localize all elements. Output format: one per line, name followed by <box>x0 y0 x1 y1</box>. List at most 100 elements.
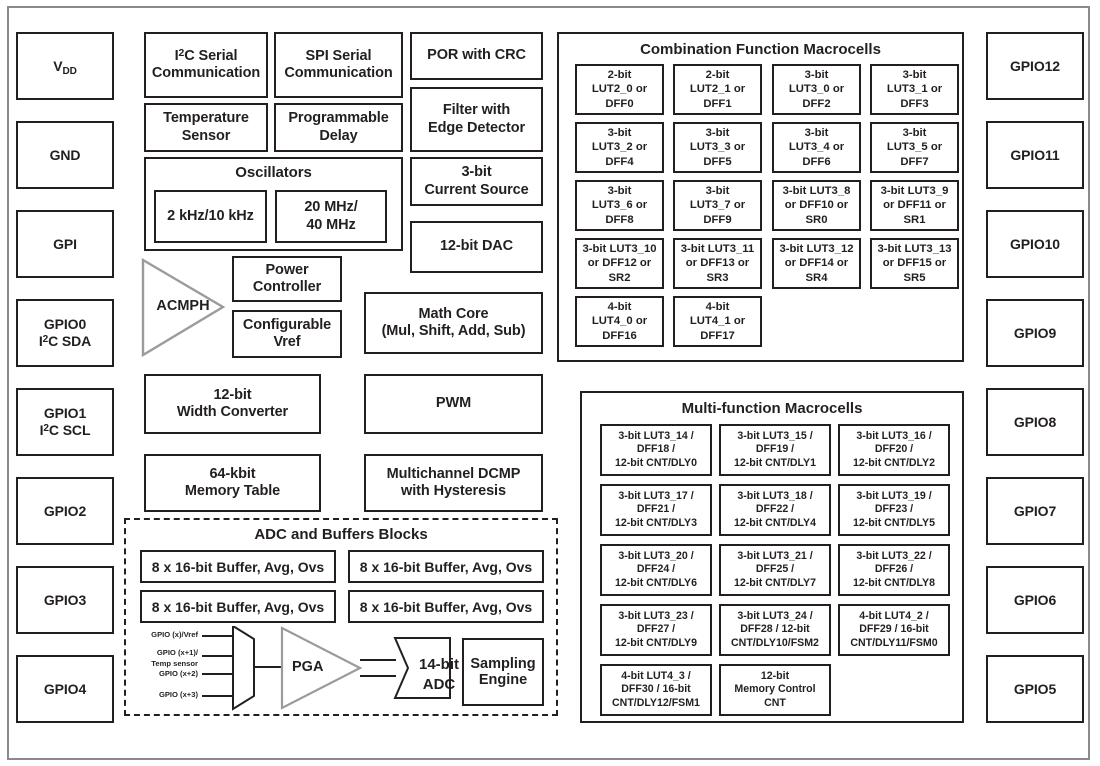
adc-label: 14-bit ADC <box>410 655 468 696</box>
macrocell-lut3-23[interactable]: 3-bit LUT3_23 /DFF27 /12-bit CNT/DLY9 <box>600 604 712 656</box>
pin-gpio2[interactable]: GPIO2 <box>16 477 114 545</box>
buffer-block-1-label: 8 x 16-bit Buffer, Avg, Ovs <box>151 558 325 575</box>
block-12bit-dac[interactable]: 12-bit DAC <box>410 221 543 273</box>
block-multichannel-dcmp[interactable]: Multichannel DCMP with Hysteresis <box>364 454 543 512</box>
macrocell-lut3-19[interactable]: 3-bit LUT3_19 /DFF23 /12-bit CNT/DLY5 <box>838 484 950 536</box>
power-controller-line2: Controller <box>252 279 322 295</box>
block-programmable-delay[interactable]: Programmable Delay <box>274 103 403 152</box>
block-i2c-serial-communication[interactable]: I2C Serial Communication <box>144 32 268 98</box>
pin-gpio4[interactable]: GPIO4 <box>16 655 114 723</box>
group-adc-and-buffers-blocks: ADC and Buffers Blocks 8 x 16-bit Buffer… <box>124 518 558 716</box>
analog-frontend-schematic <box>202 626 451 711</box>
sampling-engine-line2: Engine <box>478 672 528 688</box>
pin-gpio9[interactable]: GPIO9 <box>986 299 1084 367</box>
macrocell-lut3-16[interactable]: 3-bit LUT3_16 /DFF20 /12-bit CNT/DLY2 <box>838 424 950 476</box>
pin-gpio11[interactable]: GPIO11 <box>986 121 1084 189</box>
pin-gpio10[interactable]: GPIO10 <box>986 210 1084 278</box>
buffer-block-1[interactable]: 8 x 16-bit Buffer, Avg, Ovs <box>140 550 336 583</box>
pin-gnd[interactable]: GND <box>16 121 114 189</box>
macrocell-lut3-14[interactable]: 3-bit LUT3_14 /DFF18 /12-bit CNT/DLY0 <box>600 424 712 476</box>
pin-gpio0-func: I2C SDA <box>38 332 92 349</box>
buffer-block-4[interactable]: 8 x 16-bit Buffer, Avg, Ovs <box>348 590 544 623</box>
block-12bit-width-converter[interactable]: 12-bit Width Converter <box>144 374 321 434</box>
mux-input-label-4: GPIO (x+3) <box>158 690 198 699</box>
prog-delay-line2: Delay <box>319 127 358 144</box>
macrocell-lut3-15[interactable]: 3-bit LUT3_15 /DFF19 /12-bit CNT/DLY1 <box>719 424 831 476</box>
acmph-triangle-icon[interactable] <box>140 257 226 358</box>
pin-gpio12[interactable]: GPIO12 <box>986 32 1084 100</box>
buffer-block-3[interactable]: 8 x 16-bit Buffer, Avg, Ovs <box>140 590 336 623</box>
pin-gpio5[interactable]: GPIO5 <box>986 655 1084 723</box>
macrocell-lut3-22[interactable]: 3-bit LUT3_22 /DFF26 /12-bit CNT/DLY8 <box>838 544 950 596</box>
math-core-line1: Math Core <box>418 305 489 322</box>
block-oscillators[interactable]: Oscillators 2 kHz/10 kHz 20 MHz/ 40 MHz <box>144 157 403 251</box>
block-power-controller[interactable]: Power Controller <box>232 256 342 302</box>
block-configurable-vref[interactable]: Configurable Vref <box>232 310 342 358</box>
block-osc-20mhz-40mhz[interactable]: 20 MHz/ 40 MHz <box>275 190 387 243</box>
block-pwm[interactable]: PWM <box>364 374 543 434</box>
buffer-block-3-label: 8 x 16-bit Buffer, Avg, Ovs <box>151 598 325 615</box>
pin-vdd[interactable]: VDD <box>16 32 114 100</box>
oscillators-title: Oscillators <box>235 164 312 181</box>
macrocell-lut3-18[interactable]: 3-bit LUT3_18 /DFF22 /12-bit CNT/DLY4 <box>719 484 831 536</box>
spi-serial-line1: SPI Serial <box>305 47 372 64</box>
pin-gpio8[interactable]: GPIO8 <box>986 388 1084 456</box>
block-osc-2khz-10khz[interactable]: 2 kHz/10 kHz <box>154 190 267 243</box>
pin-gpio9-label: GPIO9 <box>1013 324 1057 341</box>
pin-gpio3[interactable]: GPIO3 <box>16 566 114 634</box>
buffer-block-2-label: 8 x 16-bit Buffer, Avg, Ovs <box>359 558 533 575</box>
group-multifunction-macrocells: Multi-function Macrocells 3-bit LUT3_14 … <box>580 391 964 723</box>
pin-gpi[interactable]: GPI <box>16 210 114 278</box>
pin-gpio6[interactable]: GPIO6 <box>986 566 1084 634</box>
macrocell-lut3-17[interactable]: 3-bit LUT3_17 /DFF21 /12-bit CNT/DLY3 <box>600 484 712 536</box>
width-converter-line1: 12-bit <box>213 386 252 403</box>
block-math-core[interactable]: Math Core (Mul, Shift, Add, Sub) <box>364 292 543 354</box>
macrocell-lut3-21[interactable]: 3-bit LUT3_21 /DFF25 /12-bit CNT/DLY7 <box>719 544 831 596</box>
osc-high-line1: 20 MHz/ <box>304 199 358 216</box>
pin-gpio1-label: GPIO1 <box>43 405 87 422</box>
block-spi-serial-communication[interactable]: SPI Serial Communication <box>274 32 403 98</box>
block-sampling-engine[interactable]: Sampling Engine <box>462 638 544 706</box>
power-controller-line1: Power <box>265 261 309 278</box>
por-crc-label: POR with CRC <box>427 47 526 64</box>
pin-gpio7-label: GPIO7 <box>1013 502 1057 519</box>
macrocell-lut3-20[interactable]: 3-bit LUT3_20 /DFF24 /12-bit CNT/DLY6 <box>600 544 712 596</box>
buffer-block-2[interactable]: 8 x 16-bit Buffer, Avg, Ovs <box>348 550 544 583</box>
pin-gpio1[interactable]: GPIO1 I2C SCL <box>16 388 114 456</box>
block-por-with-crc[interactable]: POR with CRC <box>410 32 543 80</box>
pin-gpio0[interactable]: GPIO0 I2C SDA <box>16 299 114 367</box>
block-temperature-sensor[interactable]: Temperature Sensor <box>144 103 268 152</box>
pin-gpio7[interactable]: GPIO7 <box>986 477 1084 545</box>
block-64kbit-memory-table[interactable]: 64-kbit Memory Table <box>144 454 321 512</box>
block-filter-with-edge-detector[interactable]: Filter with Edge Detector <box>410 87 543 152</box>
block-3bit-current-source[interactable]: 3-bit Current Source <box>410 157 543 206</box>
